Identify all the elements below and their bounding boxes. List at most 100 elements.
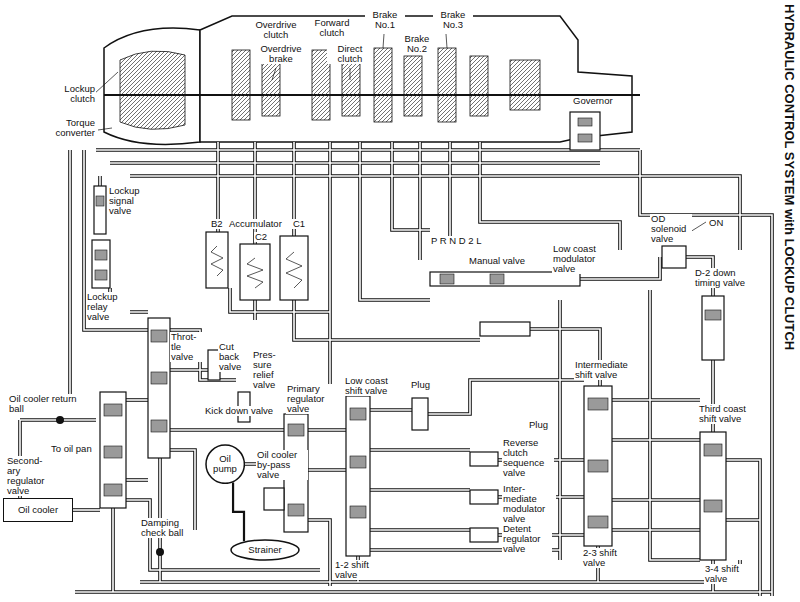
pump-outline	[206, 445, 244, 483]
part-label: 2-3 shift valve	[582, 548, 626, 568]
brake-pack	[374, 48, 392, 122]
valve-body	[148, 318, 170, 458]
accumulator-spring	[247, 258, 263, 288]
part-label: Governor	[572, 96, 614, 106]
part-label: Direct clutch	[327, 44, 373, 64]
part-label: Low coast modulator valve	[552, 244, 606, 274]
accumulator-body	[206, 232, 228, 288]
brake-pack	[404, 56, 422, 116]
part-label: Torque converter	[32, 118, 96, 138]
part-label: Brake No.3	[433, 10, 473, 30]
part-label: Oil cooler by-pass valve	[256, 450, 308, 480]
oil-passage-bore	[20, 140, 772, 596]
diagram-title: HYDRAULIC CONTROL SYSTEM with LOCKUP CLU…	[782, 4, 797, 350]
plug-body	[412, 398, 428, 430]
part-label: Plug	[528, 420, 549, 430]
valve-land	[104, 484, 122, 496]
valve-land	[151, 420, 167, 432]
part-label: C2	[254, 232, 268, 242]
valve-body	[470, 490, 498, 504]
plug-body	[480, 322, 530, 336]
output-shaft	[104, 94, 640, 96]
part-label: Lockup signal valve	[108, 186, 152, 216]
valve-body	[584, 386, 612, 546]
part-label: 1-2 shift valve	[334, 560, 378, 580]
valve-land	[440, 274, 454, 284]
part-label: D-2 down timing valve	[694, 268, 758, 288]
valve-body	[94, 186, 106, 234]
part-label: Overdrive brake	[255, 44, 307, 64]
brake-pack	[438, 48, 456, 122]
valve-land	[588, 460, 608, 472]
valve-land	[288, 504, 304, 516]
part-label: Accumulator	[228, 219, 283, 229]
part-label: To oil pan	[50, 444, 93, 454]
part-label: Brake No.1	[365, 10, 405, 30]
valve-land	[151, 330, 167, 342]
valve-land	[350, 506, 366, 518]
part-label: Kick down valve	[204, 406, 274, 416]
valve-body	[470, 528, 498, 542]
bypass-valve-body	[264, 488, 284, 510]
valve-land	[95, 250, 107, 260]
part-label: Second-ary regulator valve	[6, 456, 56, 496]
part-label: Detent regulator valve	[502, 524, 552, 554]
strainer-oval: Strainer	[230, 539, 300, 561]
clutch-pack	[262, 56, 280, 116]
node-text: Oil cooler	[18, 505, 58, 515]
check-ball	[56, 416, 64, 424]
solenoid-body	[662, 246, 686, 268]
transmission-case	[200, 16, 632, 142]
manual-valve-body	[430, 272, 580, 286]
governor-body	[570, 112, 600, 150]
node-text: Strainer	[248, 545, 281, 555]
pump-circle: Oil pump	[205, 444, 245, 484]
valve-land	[704, 500, 722, 512]
converter-rotor	[120, 51, 185, 129]
valve-body	[702, 296, 724, 360]
valve-land	[578, 134, 592, 142]
accumulator-body	[280, 236, 308, 300]
leader-line	[383, 34, 384, 48]
part-label: Inter-mediate modulator valve	[502, 484, 556, 524]
part-label: Overdrive clutch	[249, 20, 303, 40]
part-label: B2	[210, 219, 224, 229]
part-label: Third coast shift valve	[698, 404, 756, 424]
valve-body	[100, 392, 126, 508]
valve-land	[588, 516, 608, 528]
node-text: Oil pump	[211, 454, 239, 474]
valve-body	[470, 452, 498, 466]
part-label: Reverse clutch sequence valve	[502, 438, 554, 478]
part-label: Intermediate shift valve	[574, 360, 638, 380]
planetary-set	[510, 60, 540, 110]
valve-body	[700, 432, 726, 560]
part-label: Manual valve	[468, 256, 526, 266]
part-label: Damping check ball	[140, 518, 188, 538]
valve-land	[96, 196, 104, 206]
part-label: Primary regulator valve	[286, 384, 340, 414]
part-label: OD solenoid valve	[650, 214, 692, 244]
clutch-pack	[232, 50, 250, 120]
valve-land	[151, 372, 167, 384]
part-label: Brake No.2	[397, 34, 437, 54]
valve-land	[95, 270, 107, 280]
valve-land	[588, 398, 608, 410]
torque-converter-housing	[104, 28, 200, 144]
accumulator-spring	[286, 252, 302, 288]
part-label: Lockup clutch	[42, 84, 96, 104]
accumulator-spring	[211, 246, 223, 276]
valve-land	[104, 446, 122, 458]
leader-line	[94, 72, 118, 94]
part-label: Lockup relay valve	[86, 292, 130, 322]
check-ball	[156, 548, 164, 556]
valve-body	[92, 240, 110, 288]
part-label: Pres-sure relief valve	[252, 350, 288, 390]
part-label: 3-4 shift valve	[704, 564, 748, 584]
valve-land	[705, 310, 721, 320]
part-label: Forward clutch	[307, 18, 357, 38]
valve-land	[704, 444, 722, 456]
clutch-pack	[342, 56, 360, 116]
valve-land	[490, 274, 504, 284]
leader-line	[446, 34, 447, 48]
